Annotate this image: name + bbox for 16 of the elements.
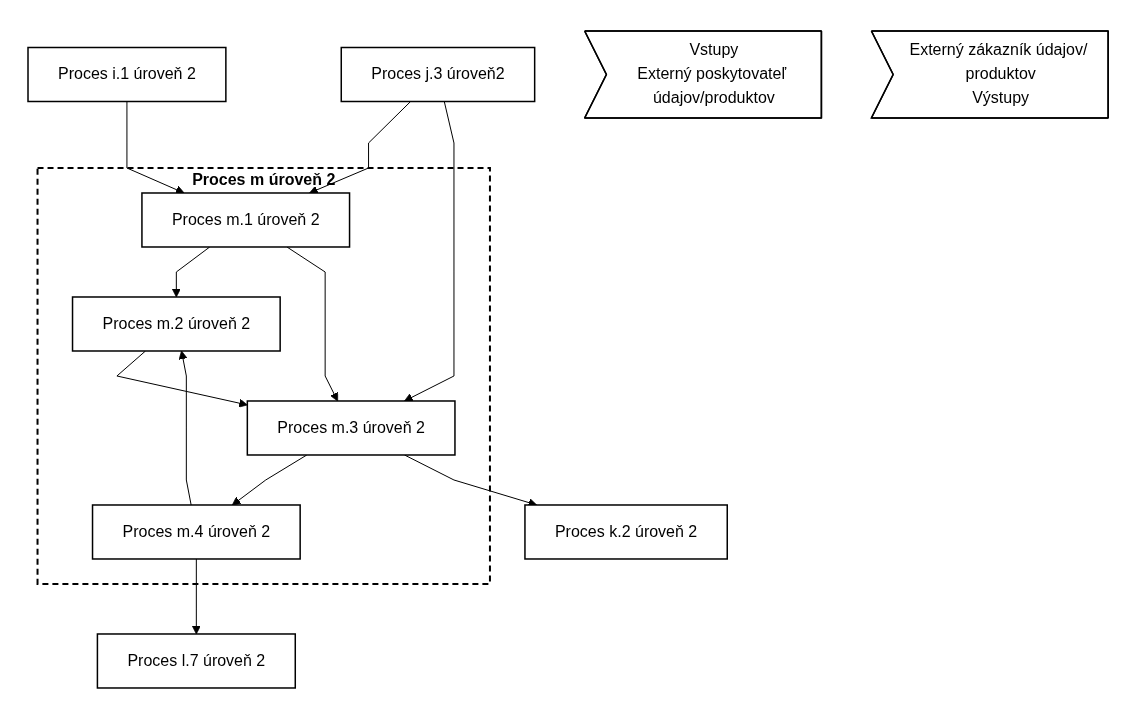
arrow [172,246,211,297]
arrow [309,100,412,194]
node-box: Proces i.1 úroveň 2 [27,46,228,102]
node-box: Proces m.2 úroveň 2 [72,295,282,352]
node-box: Proces k.2 úroveň 2 [524,503,729,560]
arrow [192,558,202,634]
node-box: Proces m.3 úroveň 2 [247,399,457,456]
node-box: Proces j.3 úroveň2 [340,46,536,102]
node-box: Proces m.4 úroveň 2 [92,503,302,560]
arrow [179,350,193,505]
arrow [126,100,185,194]
arrow [232,454,308,505]
node-box: Proces l.7 úroveň 2 [97,632,297,689]
arrow [404,100,455,401]
arrow [286,246,339,401]
node-box: Proces m.1 úroveň 2 [141,191,351,248]
